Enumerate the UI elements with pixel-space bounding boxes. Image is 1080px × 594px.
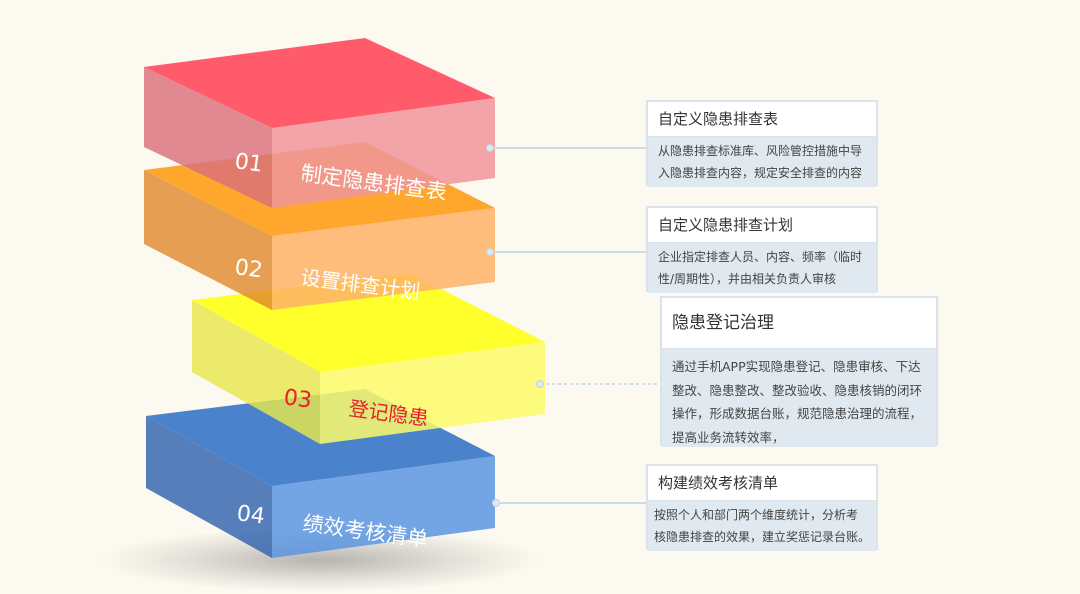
connector-dot <box>536 380 544 388</box>
info-card-4: 构建绩效考核清单 按照个人和部门两个维度统计，分析考 核隐患排查的效果，建立奖惩… <box>646 464 878 551</box>
info-card-line: 入隐患排查内容，规定安全排查的内容 <box>658 166 863 180</box>
info-card-line: 操作，形成数据台账，规范隐患治理的流程， <box>672 406 923 421</box>
info-card-line: 整改、隐患整改、整改验收、隐患核销的闭环 <box>672 382 923 398</box>
info-card-title: 构建绩效考核清单 <box>648 466 876 501</box>
info-card-line: 企业指定排查人员、内容、频率（临时 <box>658 250 863 264</box>
layer-side-face <box>144 67 272 208</box>
info-card-line: 通过手机APP实现隐患登记、隐患审核、下达 <box>672 359 921 374</box>
info-card-line: 按照个人和部门两个维度统计，分析考 <box>654 508 859 522</box>
info-card-line: 从隐患排查标准库、风险管控措施中导 <box>658 144 863 158</box>
layer-side-face <box>192 300 320 444</box>
info-card-body: 按照个人和部门两个维度统计，分析考 核隐患排查的效果，建立奖惩记录台账。 <box>648 501 876 551</box>
info-card-1: 自定义隐患排查表 从隐患排查标准库、风险管控措施中导 入隐患排查内容，规定安全排… <box>646 100 878 187</box>
layer-number: 03 <box>282 385 313 413</box>
info-card-line: 提高业务流转效率， <box>672 429 785 445</box>
layer-number: 01 <box>233 149 264 178</box>
info-card-title: 自定义隐患排查表 <box>648 102 876 137</box>
layer-front-face <box>272 98 495 208</box>
info-card-2: 自定义隐患排查计划 企业指定排查人员、内容、频率（临时 性/周期性），并由相关负… <box>646 206 878 293</box>
layer-side-face <box>144 170 272 310</box>
connector-dot <box>486 144 494 152</box>
info-card-body: 从隐患排查标准库、风险管控措施中导 入隐患排查内容，规定安全排查的内容 <box>648 137 876 187</box>
info-card-title: 自定义隐患排查计划 <box>648 208 876 243</box>
layer-side-face <box>146 416 272 558</box>
info-card-3: 隐患登记治理 通过手机APP实现隐患登记、隐患审核、下达 整改、隐患整改、整改验… <box>660 296 938 447</box>
layer-number: 02 <box>233 255 264 283</box>
info-card-line: 核隐患排查的效果，建立奖惩记录台账。 <box>654 530 871 544</box>
info-card-title: 隐患登记治理 <box>662 298 936 349</box>
layer-top-face <box>144 38 495 128</box>
layer-front-face <box>272 456 495 558</box>
info-card-line: 性/周期性），并由相关负责人审核 <box>658 272 837 286</box>
connector-dot <box>486 248 494 256</box>
stack-shadow <box>100 528 540 592</box>
layer-number: 04 <box>235 501 266 530</box>
layer-front-face <box>320 342 545 444</box>
info-card-body: 企业指定排查人员、内容、频率（临时 性/周期性），并由相关负责人审核 <box>648 243 876 293</box>
connector-dot <box>492 499 500 507</box>
info-card-body: 通过手机APP实现隐患登记、隐患审核、下达 整改、隐患整改、整改验收、隐患核销的… <box>662 349 936 447</box>
layer-front-face <box>272 208 495 310</box>
